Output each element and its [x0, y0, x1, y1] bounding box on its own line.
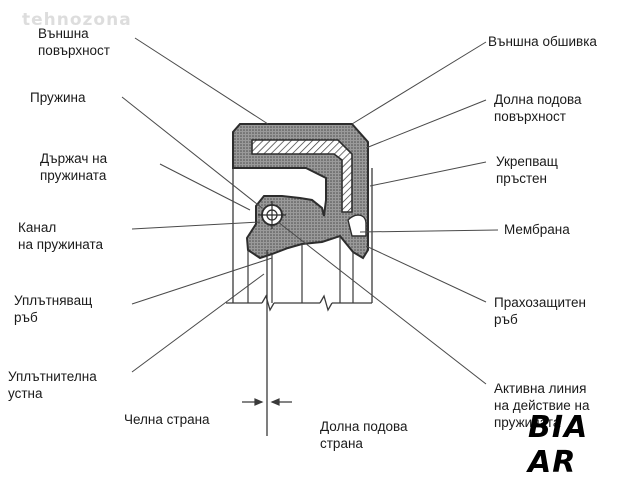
- spring-icon: [258, 201, 286, 229]
- housing-walls: [232, 168, 373, 303]
- leader-sealing-edge: [131, 257, 273, 305]
- label-reinforcing-ring: Укрепващ пръстен: [496, 154, 558, 186]
- label-bottom-side: Долна подова страна: [320, 419, 408, 451]
- leader-lines: [121, 37, 499, 385]
- label-membrane: Мембрана: [504, 222, 570, 237]
- leader-spring-holder: [159, 163, 251, 211]
- leader-bottom-floor: [365, 99, 487, 149]
- label-front-side: Челна страна: [124, 412, 210, 427]
- label-spring-channel: Канал на пружината: [18, 220, 104, 252]
- leader-spring: [121, 96, 263, 209]
- label-spring-holder: Държач на пружината: [40, 151, 108, 183]
- seal-diagram: [121, 37, 499, 436]
- label-dust-edge: Прахозащитен ръб: [494, 295, 587, 327]
- label-bottom-floor-surface: Долна подова повърхност: [494, 92, 582, 124]
- label-outer-surface: Външна повърхност: [38, 26, 110, 58]
- membrane-notch: [347, 214, 367, 237]
- side-arrows: [242, 398, 292, 406]
- leader-outer-casing: [351, 41, 487, 125]
- leader-dust-edge: [365, 245, 487, 303]
- label-spring: Пружина: [30, 90, 86, 105]
- label-active-line: Активна линия на действие на пружината: [494, 381, 590, 430]
- lip-lines: [247, 236, 354, 303]
- leader-active-line: [277, 221, 487, 385]
- reinforcing-ring: [251, 139, 353, 213]
- label-outer-casing: Външна обшивка: [488, 34, 597, 49]
- leader-membrane: [359, 229, 499, 233]
- watermark-bottom: BIA AR: [528, 410, 589, 480]
- label-sealing-edge: Уплътняващ ръб: [14, 293, 93, 325]
- leader-spring-channel: [131, 221, 261, 230]
- leader-sealing-lip: [131, 273, 265, 373]
- watermark-top: tehnozona: [22, 10, 132, 30]
- leader-outer-surface: [134, 37, 269, 125]
- leader-reinforcing: [369, 161, 487, 187]
- label-sealing-lip: Уплътнителна устна: [8, 369, 97, 401]
- shaft-line: [226, 294, 372, 312]
